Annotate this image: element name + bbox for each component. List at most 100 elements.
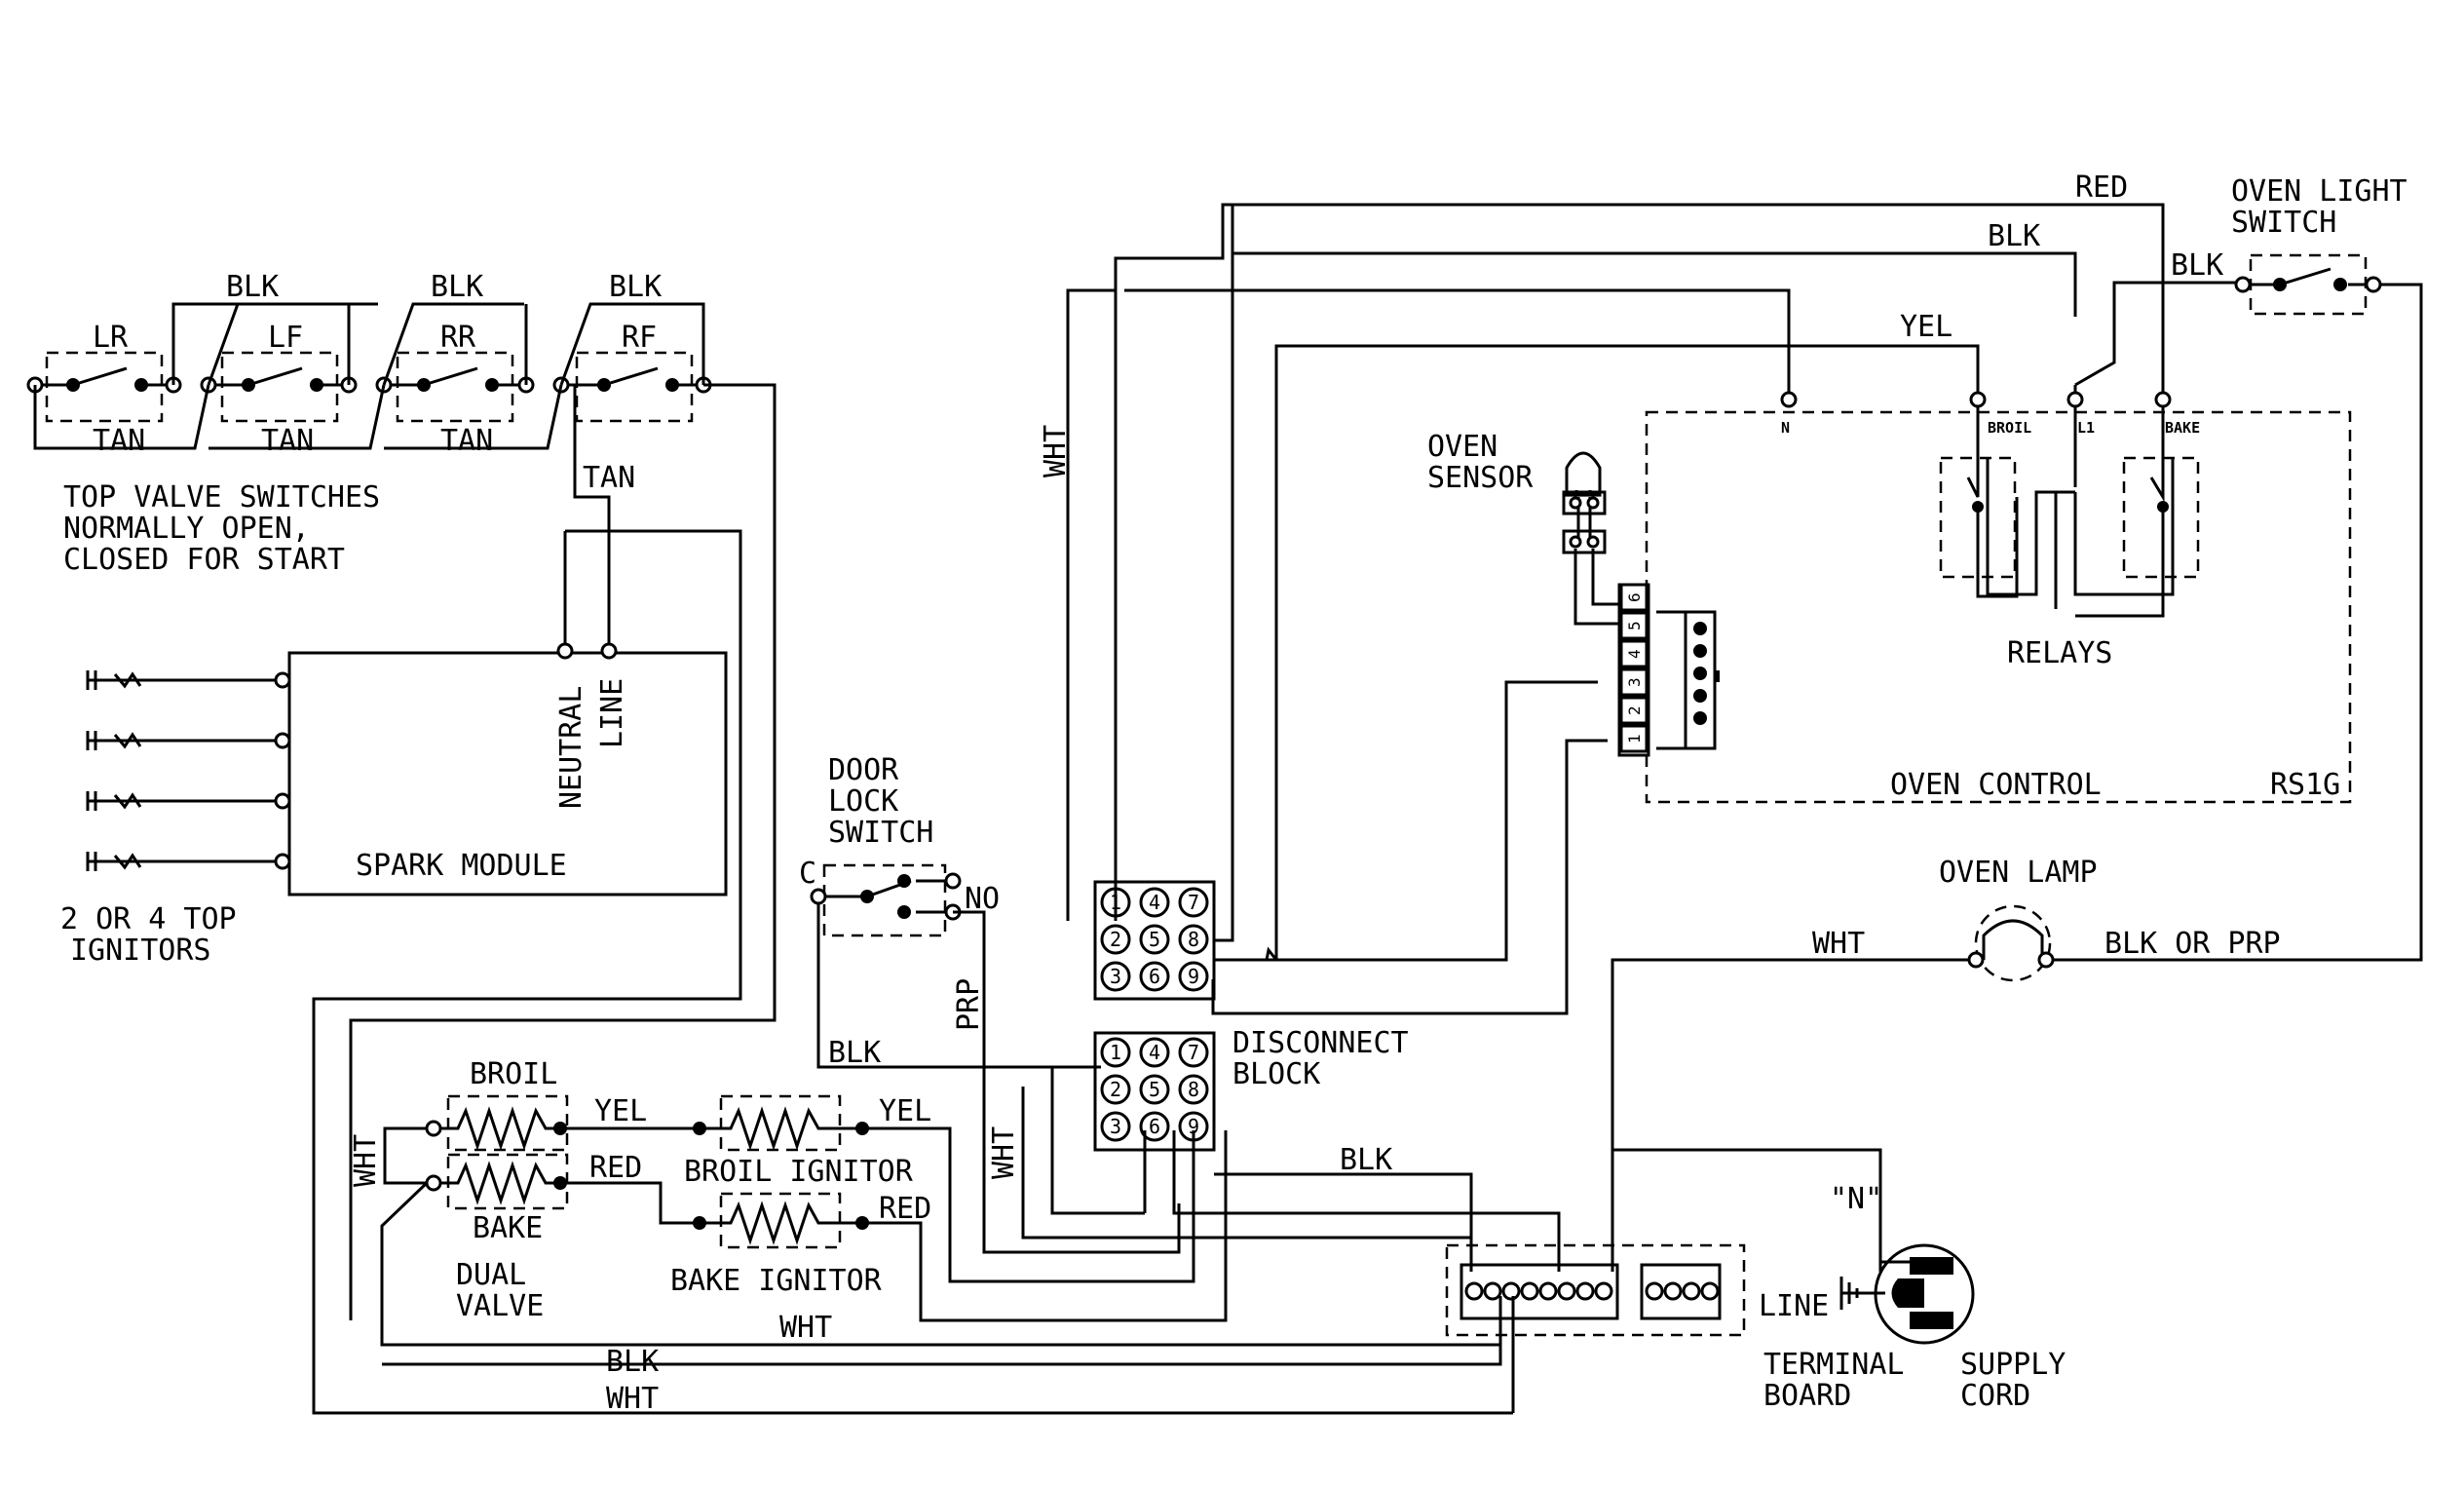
dual-valve-label-line-2: VALVE bbox=[456, 1289, 544, 1323]
disconnect-block-pin-circle bbox=[1139, 1111, 1170, 1142]
control-connector-pin-label: 5 bbox=[1625, 621, 1644, 630]
wire-label-blk: BLK bbox=[2171, 248, 2223, 283]
wht-wire-lamp bbox=[1611, 958, 1969, 1272]
terminal-board-line-label: LINE bbox=[1759, 1289, 1829, 1323]
blk-wire-top-a bbox=[171, 302, 378, 386]
wire-label-red: RED bbox=[2075, 171, 2128, 205]
wire-label-tan: TAN bbox=[93, 424, 145, 458]
ignitor-leads bbox=[86, 670, 291, 871]
wire-label-tan: TAN bbox=[261, 424, 314, 458]
wire-label-yel: YEL bbox=[594, 1094, 647, 1128]
tan-wire-bottom bbox=[33, 384, 563, 450]
harness-block-pin-label: 8 bbox=[1188, 928, 1199, 951]
disconnect-block-pin-label: 7 bbox=[1188, 1041, 1199, 1064]
terminal-board-label-line-1: TERMINAL bbox=[1763, 1348, 1905, 1382]
wire-label-blk: BLK bbox=[828, 1036, 881, 1070]
dual-valve-elements: WHT BROIL BAKE DUAL VALVE bbox=[349, 1057, 580, 1323]
top-valve-switches: LR LF RR RF BLK BLK BLK TAN TAN TAN TAN … bbox=[26, 270, 712, 577]
control-connector-pin bbox=[1619, 611, 1649, 640]
wire-light-to-lamp bbox=[2042, 283, 2423, 962]
oven-lamp-outline bbox=[1974, 904, 2052, 982]
wire-label-blk: BLK bbox=[606, 1345, 659, 1379]
oven-control-boundary bbox=[1645, 410, 2352, 804]
blk-wire-top-run bbox=[1114, 203, 2165, 921]
terminal-board-screw bbox=[1483, 1281, 1502, 1301]
switch-contacts bbox=[35, 366, 703, 392]
bake-ignitor-label: BAKE IGNITOR bbox=[670, 1264, 883, 1298]
blk-wire-top-b bbox=[382, 302, 705, 386]
wire-label-blk: BLK bbox=[1988, 219, 2040, 253]
wire-label-prp: PRP bbox=[952, 978, 986, 1031]
disconnect-block-pin-circle bbox=[1139, 1037, 1170, 1068]
ignitors: BROIL IGNITOR BAKE IGNITOR bbox=[670, 1094, 914, 1298]
switch-caption-line-2: NORMALLY OPEN, bbox=[63, 512, 310, 546]
oven-lamp-label: OVEN LAMP bbox=[1939, 856, 2098, 890]
control-connector-pin bbox=[1619, 583, 1649, 612]
harness-block-pin-label: 3 bbox=[1110, 965, 1121, 988]
oven-light-switch-label-line-2: SWITCH bbox=[2231, 206, 2336, 240]
terminal-board-screw bbox=[1501, 1281, 1521, 1301]
harness-block-pin-circle bbox=[1139, 924, 1170, 955]
harness-to-control bbox=[1213, 680, 1598, 962]
bake-element-coil bbox=[434, 1161, 580, 1205]
terminal-board-screw bbox=[1663, 1281, 1683, 1301]
oven-sensor-bulb bbox=[1565, 451, 1602, 497]
spark-module-line-label: LINE bbox=[595, 678, 629, 748]
red-wire-top-run bbox=[1213, 203, 2163, 942]
terminal-board-label-line-2: BOARD bbox=[1763, 1379, 1851, 1413]
harness-block-pin-circle bbox=[1178, 924, 1209, 955]
harness-block-pin-label: 4 bbox=[1149, 891, 1160, 914]
wht-wire-to-n bbox=[1124, 288, 1791, 385]
harness-block-pin-circle bbox=[1139, 961, 1170, 992]
switch-terminals bbox=[26, 376, 712, 394]
broil-ignitor-box bbox=[719, 1094, 842, 1152]
harness-crossover bbox=[1230, 946, 1278, 962]
control-connector-pin-label: 3 bbox=[1625, 677, 1644, 687]
oven-sensor: OVEN SENSOR bbox=[1427, 430, 1619, 626]
door-lock-no-label: NO bbox=[965, 882, 1000, 916]
disconnect-block-pin-circle bbox=[1100, 1111, 1131, 1142]
control-terminal-l1: L1 bbox=[2077, 419, 2095, 437]
bake-element-label: BAKE bbox=[473, 1211, 543, 1245]
door-lock-switch: DOOR LOCK SWITCH C NO bbox=[799, 753, 1000, 937]
door-lock-label-line-3: SWITCH bbox=[828, 816, 933, 850]
spark-module-box bbox=[287, 651, 728, 897]
control-connector-pin bbox=[1619, 639, 1649, 668]
oven-light-switch-label-line-1: OVEN LIGHT bbox=[2231, 174, 2407, 209]
wire-label-red: RED bbox=[879, 1192, 931, 1226]
relays-label: RELAYS bbox=[2007, 636, 2112, 670]
oven-lamp: OVEN LAMP bbox=[1939, 856, 2098, 982]
yel-wire-broil bbox=[1789, 344, 1980, 385]
wire-label-red: RED bbox=[589, 1151, 642, 1185]
wire-label-blk: BLK bbox=[1340, 1143, 1392, 1177]
wire-label-wht: WHT bbox=[779, 1311, 832, 1345]
control-connector-pin-label: 1 bbox=[1625, 734, 1644, 744]
broil-element-coil bbox=[434, 1106, 580, 1151]
terminal-board-main bbox=[1459, 1263, 1619, 1320]
block-harness-lower bbox=[1143, 1130, 1561, 1272]
disconnect-block-pin-circle bbox=[1178, 1037, 1209, 1068]
wht-wire-left-run bbox=[1066, 288, 1116, 921]
switch-box-rr bbox=[396, 351, 514, 423]
n-wire-to-cord bbox=[1611, 1148, 1882, 1272]
wire-label-blk: BLK bbox=[226, 270, 279, 304]
blk-wire-light-switch bbox=[2074, 281, 2236, 387]
disconnect-block-pin-label: 6 bbox=[1149, 1115, 1160, 1138]
spark-module-neutral-label: NEUTRAL bbox=[554, 686, 588, 809]
broil-element-label: BROIL bbox=[470, 1057, 557, 1091]
broil-element-box bbox=[446, 1094, 569, 1152]
switch-box-rf bbox=[575, 351, 694, 423]
terminal-board-line bbox=[1640, 1263, 1722, 1320]
relay-bake bbox=[2122, 456, 2200, 579]
switch-label-lr: LR bbox=[93, 321, 129, 355]
disconnect-block-pin-label: 5 bbox=[1149, 1078, 1160, 1101]
switch-caption-line-3: CLOSED FOR START bbox=[63, 543, 345, 577]
disconnect-block-pin-label: 1 bbox=[1110, 1041, 1121, 1064]
wire-label-wht: WHT bbox=[349, 1134, 383, 1187]
switch-caption-line-1: TOP VALVE SWITCHES bbox=[63, 480, 380, 515]
control-connector-pin bbox=[1619, 724, 1649, 753]
spark-module-neutral-terminal bbox=[556, 642, 574, 660]
door-lock-label-line-2: LOCK bbox=[828, 784, 898, 819]
